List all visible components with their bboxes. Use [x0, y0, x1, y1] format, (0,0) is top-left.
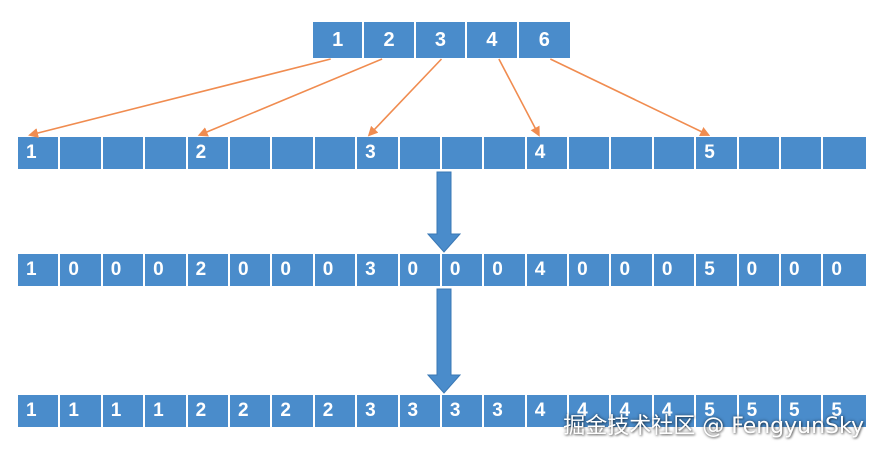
filled-array-cell: 2 — [314, 395, 358, 427]
filled-array-cell: 3 — [441, 395, 485, 427]
sparse-array-cell — [569, 137, 612, 169]
zero-filled-array-cell: 0 — [781, 254, 824, 286]
sparse-array-cell — [738, 137, 782, 169]
zero-filled-array-cell: 0 — [738, 254, 782, 286]
pointer-arrow — [367, 58, 443, 137]
pointer-arrow — [549, 58, 711, 137]
watermark: 掘金技术社区 @ FengyunSky — [563, 414, 864, 439]
sparse-array-cell: 1 — [18, 137, 61, 169]
zero-filled-array-cell: 4 — [526, 254, 570, 286]
filled-array-cell: 2 — [229, 395, 273, 427]
zero-filled-array-cell: 1 — [18, 254, 61, 286]
sparse-array-cell — [229, 137, 273, 169]
sparse-array-cell — [314, 137, 358, 169]
zero-filled-array-cell: 0 — [653, 254, 697, 286]
filled-array-cell: 3 — [399, 395, 442, 427]
filled-array-cell: 4 — [653, 395, 697, 427]
zero-filled-array-cell: 0 — [145, 254, 188, 286]
sparse-array-cell — [611, 137, 654, 169]
sparse-array-cell — [102, 137, 146, 169]
sparse-array-cell: 4 — [526, 137, 570, 169]
source-array-cell: 2 — [364, 22, 416, 58]
down-arrow-icon — [426, 288, 462, 394]
zero-filled-array-cell: 0 — [823, 254, 866, 286]
zero-filled-array-cell: 0 — [569, 254, 612, 286]
pointer-arrow — [28, 58, 331, 138]
sparse-array-cell — [272, 137, 315, 169]
filled-array-cell: 5 — [738, 395, 782, 427]
source-array-cell: 4 — [467, 22, 519, 58]
filled-array-cell: 4 — [526, 395, 570, 427]
sparse-array-cell — [484, 137, 527, 169]
filled-array-cell: 3 — [357, 395, 400, 427]
zero-filled-array-cell: 0 — [102, 254, 146, 286]
filled-array-cell: 2 — [187, 395, 230, 427]
zero-filled-array-cell: 0 — [229, 254, 273, 286]
filled-array-cell: 4 — [611, 395, 654, 427]
zero-filled-array-cell: 0 — [611, 254, 654, 286]
zero-filled-array-cell: 0 — [484, 254, 527, 286]
zero-filled-array-cell: 0 — [60, 254, 103, 286]
filled-array-cell: 2 — [272, 395, 315, 427]
sparse-array-row: 1 2 3 4 5 — [18, 137, 866, 169]
filled-array-cell: 4 — [569, 395, 612, 427]
filled-array-cell: 1 — [18, 395, 61, 427]
sparse-array-cell — [781, 137, 824, 169]
sparse-array-cell — [399, 137, 442, 169]
zero-filled-array-cell: 0 — [272, 254, 315, 286]
source-array-cell: 1 — [313, 22, 365, 58]
sparse-array-cell — [823, 137, 866, 169]
pointer-arrow — [498, 58, 540, 137]
down-arrow-icon — [426, 171, 462, 253]
zero-filled-array-cell: 2 — [187, 254, 230, 286]
sparse-array-cell — [60, 137, 103, 169]
source-array-cell: 3 — [415, 22, 468, 58]
sparse-array-cell: 5 — [696, 137, 739, 169]
sparse-array-cell: 3 — [357, 137, 400, 169]
zero-filled-array-cell: 5 — [696, 254, 739, 286]
sparse-array-cell — [145, 137, 188, 169]
source-array-cell: 6 — [518, 22, 570, 58]
filled-array-cell: 5 — [696, 395, 739, 427]
zero-filled-array-cell: 0 — [314, 254, 358, 286]
filled-array-cell: 5 — [823, 395, 866, 427]
sparse-array-cell: 2 — [187, 137, 230, 169]
zero-filled-array-cell: 3 — [357, 254, 400, 286]
filled-array-cell: 1 — [102, 395, 146, 427]
filled-array-cell: 3 — [484, 395, 527, 427]
zero-filled-array-cell: 0 — [441, 254, 485, 286]
sparse-array-cell — [653, 137, 697, 169]
filled-array-cell: 1 — [145, 395, 188, 427]
pointer-arrow — [197, 58, 383, 137]
filled-array-cell: 1 — [60, 395, 103, 427]
zero-filled-array-cell: 0 — [399, 254, 442, 286]
sparse-array-cell — [441, 137, 485, 169]
filled-array-cell: 5 — [781, 395, 824, 427]
